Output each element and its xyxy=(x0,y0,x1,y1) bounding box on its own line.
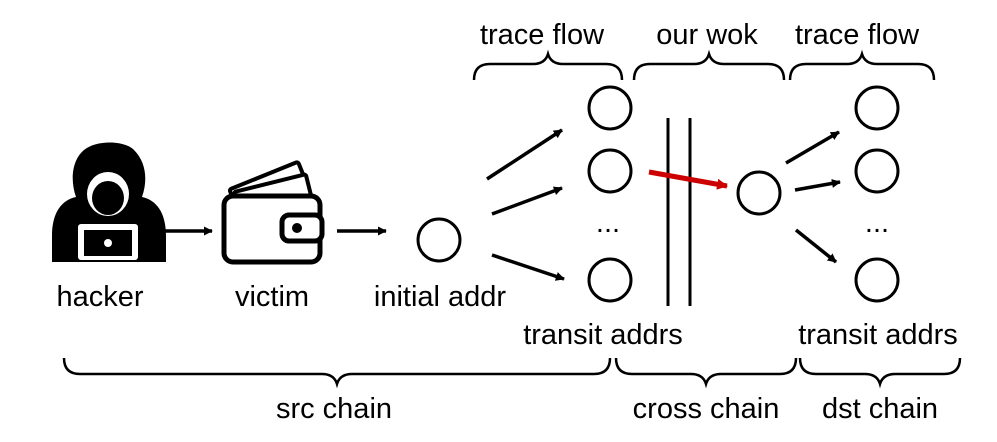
ellipsis-src: ... xyxy=(596,207,620,239)
arrow-dst-to-transit-1 xyxy=(785,130,840,165)
brace-src-chain xyxy=(62,357,612,389)
brace-cross-chain xyxy=(614,357,798,389)
brace-our-work xyxy=(632,49,786,81)
cross-chain-arrow xyxy=(648,169,729,190)
initial-addr-node xyxy=(416,217,462,263)
label-src-chain: src chain xyxy=(276,393,392,425)
label-transit-addrs-dst: transit addrs xyxy=(798,319,958,351)
src-transit-node-2 xyxy=(587,148,633,194)
label-our-work: our wok xyxy=(656,19,758,51)
brace-dst-chain xyxy=(798,357,962,389)
dst-transit-node-2 xyxy=(854,148,900,194)
label-hacker: hacker xyxy=(56,281,143,313)
wallet-icon xyxy=(221,160,325,265)
dst-transit-node-3 xyxy=(854,257,900,303)
label-dst-chain: dst chain xyxy=(822,393,938,425)
ellipsis-dst: ... xyxy=(865,207,889,239)
label-trace-flow-left: trace flow xyxy=(480,19,605,51)
hacker-icon xyxy=(52,142,166,262)
arrow-initial-to-transit-2 xyxy=(491,186,563,216)
label-initial-addr: initial addr xyxy=(374,281,507,313)
label-trace-flow-right: trace flow xyxy=(795,19,920,51)
arrow-dst-to-transit-2 xyxy=(794,178,841,192)
label-cross-chain: cross chain xyxy=(633,393,780,425)
label-victim: victim xyxy=(235,281,309,313)
arrow-initial-to-transit-3 xyxy=(491,253,565,281)
brace-trace-flow-left xyxy=(472,49,624,81)
arrow-dst-to-transit-3 xyxy=(794,228,838,264)
dst-entry-node xyxy=(736,170,782,216)
dst-transit-node-1 xyxy=(854,85,900,131)
src-transit-node-3 xyxy=(587,257,633,303)
label-transit-addrs-src: transit addrs xyxy=(523,319,683,351)
brace-trace-flow-right xyxy=(788,49,936,81)
src-transit-node-1 xyxy=(587,85,633,131)
arrow-initial-to-transit-1 xyxy=(486,128,563,181)
